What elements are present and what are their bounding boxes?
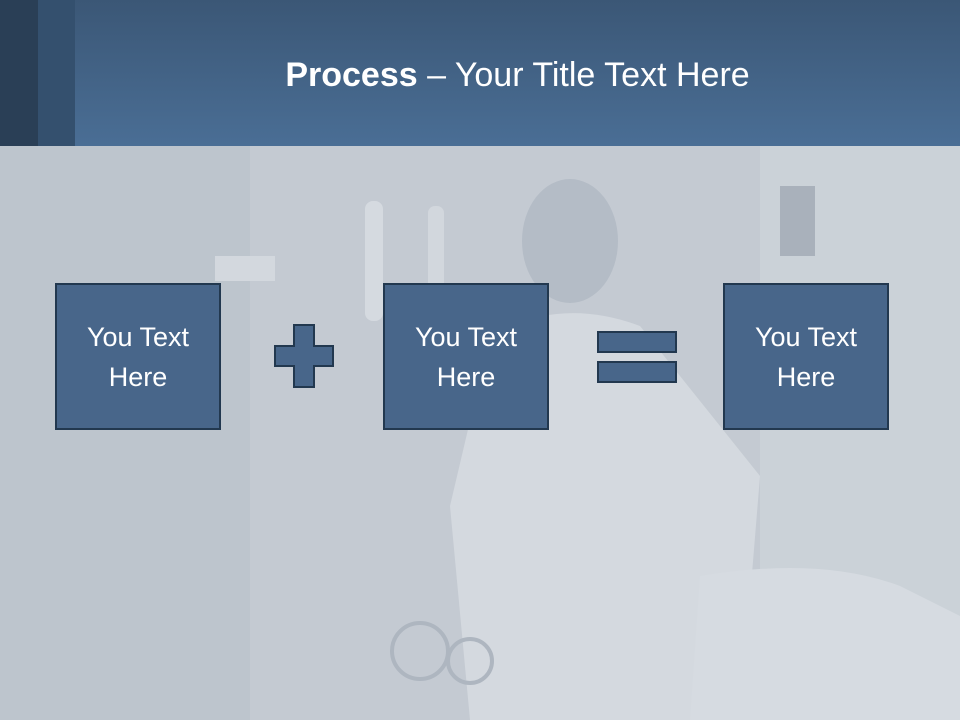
process-box-1-text: You Text Here bbox=[86, 321, 190, 392]
plus-icon bbox=[274, 324, 334, 388]
process-box-2-text: You Text Here bbox=[414, 321, 518, 392]
header-accent-dark bbox=[0, 0, 38, 146]
process-box-2[interactable]: You Text Here bbox=[383, 283, 549, 430]
equals-icon bbox=[597, 331, 677, 383]
slide-title: Process – Your Title Text Here bbox=[75, 52, 960, 98]
process-box-1[interactable]: You Text Here bbox=[55, 283, 221, 430]
background-photo bbox=[0, 146, 960, 720]
title-bold: Process bbox=[285, 56, 418, 94]
process-box-3[interactable]: You Text Here bbox=[723, 283, 889, 430]
header-accent-mid bbox=[38, 0, 75, 146]
title-rest: – Your Title Text Here bbox=[417, 56, 750, 94]
process-box-3-text: You Text Here bbox=[754, 321, 858, 392]
title-bar: Process – Your Title Text Here bbox=[0, 0, 960, 146]
